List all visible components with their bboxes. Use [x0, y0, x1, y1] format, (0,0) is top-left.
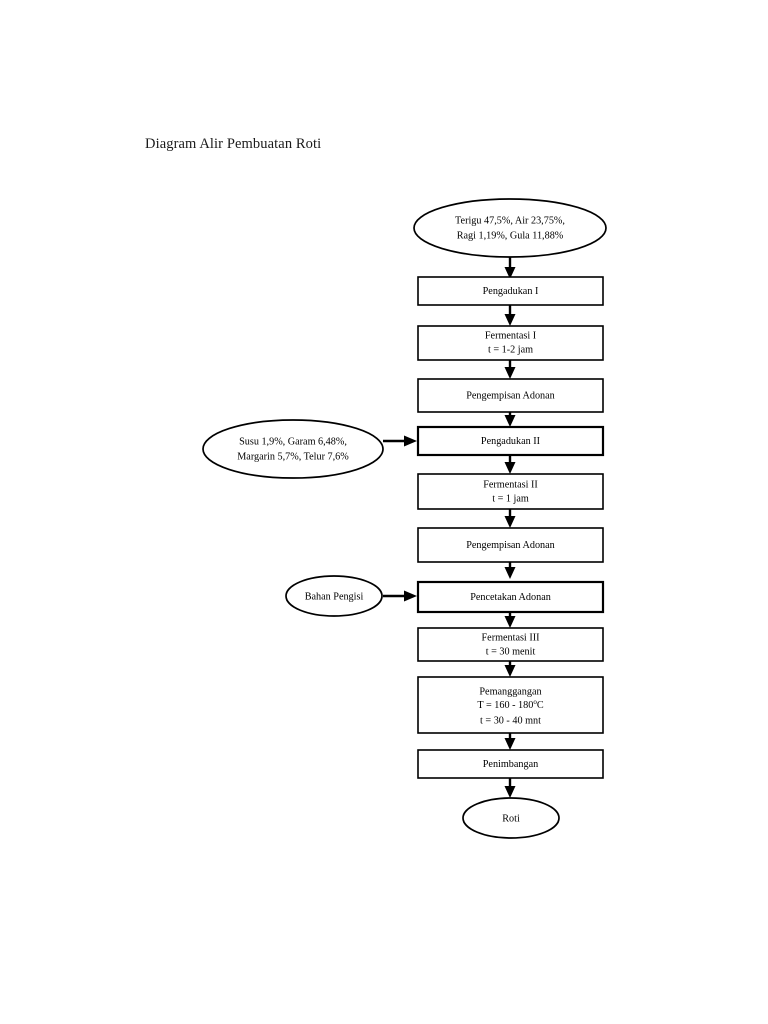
node-penimbangan-label: Penimbangan — [483, 759, 538, 770]
node-output-roti[interactable]: Roti — [462, 797, 560, 839]
node-pengempisan-1-label: Pengempisan Adonan — [466, 390, 555, 401]
connector-fermentasi1-to-pengempisan1 — [504, 360, 516, 379]
node-fermentasi-1-line1: Fermentasi I — [485, 330, 537, 341]
page-title: Diagram Alir Pembuatan Roti — [145, 136, 322, 152]
node-pencetakan-adonan[interactable]: Pencetakan Adonan — [416, 580, 605, 614]
connector-pengempisan2-to-pencetakan — [504, 562, 516, 579]
node-bahan-tambahan-line2: Margarin 5,7%, Telur 7,6% — [237, 451, 349, 462]
connector-pengempisan1-to-pengadukan2 — [504, 412, 516, 427]
degree-symbol: o — [533, 698, 537, 706]
node-fermentasi-2-line1: Fermentasi II — [483, 479, 538, 490]
connector-bahan-tambahan-to-pengadukan2 — [383, 435, 417, 447]
node-bahan-pengisi-label: Bahan Pengisi — [305, 591, 364, 602]
connector-penimbangan-to-roti — [504, 778, 516, 798]
connector-bahan-pengisi-to-pencetakan — [383, 590, 417, 602]
connector-pemanggangan-to-penimbangan — [504, 733, 516, 750]
node-pengadukan-2-label: Pengadukan II — [481, 436, 541, 447]
node-input-bahan-pengisi[interactable]: Bahan Pengisi — [285, 575, 383, 617]
node-pemanggangan[interactable]: Pemanggangan T = 160 - 180oC t = 30 - 40… — [417, 676, 604, 734]
node-fermentasi-3[interactable]: Fermentasi III t = 30 menit — [417, 627, 604, 662]
node-pengempisan-2-label: Pengempisan Adonan — [466, 540, 555, 551]
node-pemanggangan-line2: T = 160 - 180oC — [477, 698, 543, 712]
connector-pencetakan-to-fermentasi3 — [504, 612, 516, 628]
node-input-bahan-tambahan[interactable]: Susu 1,9%, Garam 6,48%, Margarin 5,7%, T… — [202, 419, 384, 479]
node-roti-label: Roti — [502, 813, 520, 824]
node-pengempisan-adonan-1[interactable]: Pengempisan Adonan — [417, 378, 604, 413]
node-pemanggangan-temp-unit: C — [537, 700, 544, 711]
connector-fermentasi2-to-pengempisan2 — [504, 509, 516, 528]
connector-pengadukan2-to-fermentasi2 — [504, 455, 516, 474]
node-pencetakan-label: Pencetakan Adonan — [470, 592, 551, 603]
node-fermentasi-3-line1: Fermentasi III — [482, 632, 541, 643]
node-fermentasi-3-line2: t = 30 menit — [486, 646, 536, 657]
node-pengadukan-1[interactable]: Pengadukan I — [417, 276, 604, 306]
node-fermentasi-2-line2: t = 1 jam — [492, 493, 529, 504]
node-fermentasi-2[interactable]: Fermentasi II t = 1 jam — [417, 473, 604, 510]
node-input-bahan-utama[interactable]: Terigu 47,5%, Air 23,75%, Ragi 1,19%, Gu… — [413, 198, 607, 258]
node-pemanggangan-line1: Pemanggangan — [479, 686, 541, 697]
node-pengempisan-adonan-2[interactable]: Pengempisan Adonan — [417, 527, 604, 563]
node-pengadukan-2[interactable]: Pengadukan II — [416, 425, 605, 457]
node-pemanggangan-line3: t = 30 - 40 mnt — [480, 715, 541, 726]
node-bahan-utama-line1: Terigu 47,5%, Air 23,75%, — [455, 215, 565, 226]
node-fermentasi-1-line2: t = 1-2 jam — [488, 344, 533, 355]
node-bahan-utama-line2: Ragi 1,19%, Gula 11,88% — [457, 230, 564, 241]
connector-pengadukan1-to-fermentasi1 — [504, 305, 516, 326]
node-bahan-tambahan-line1: Susu 1,9%, Garam 6,48%, — [239, 436, 347, 447]
connector-fermentasi3-to-pemanggangan — [504, 661, 516, 677]
node-penimbangan[interactable]: Penimbangan — [417, 749, 604, 779]
node-pemanggangan-temp-value: T = 160 - 180 — [477, 700, 533, 711]
node-fermentasi-1[interactable]: Fermentasi I t = 1-2 jam — [417, 325, 604, 361]
node-pengadukan-1-label: Pengadukan I — [483, 286, 539, 297]
